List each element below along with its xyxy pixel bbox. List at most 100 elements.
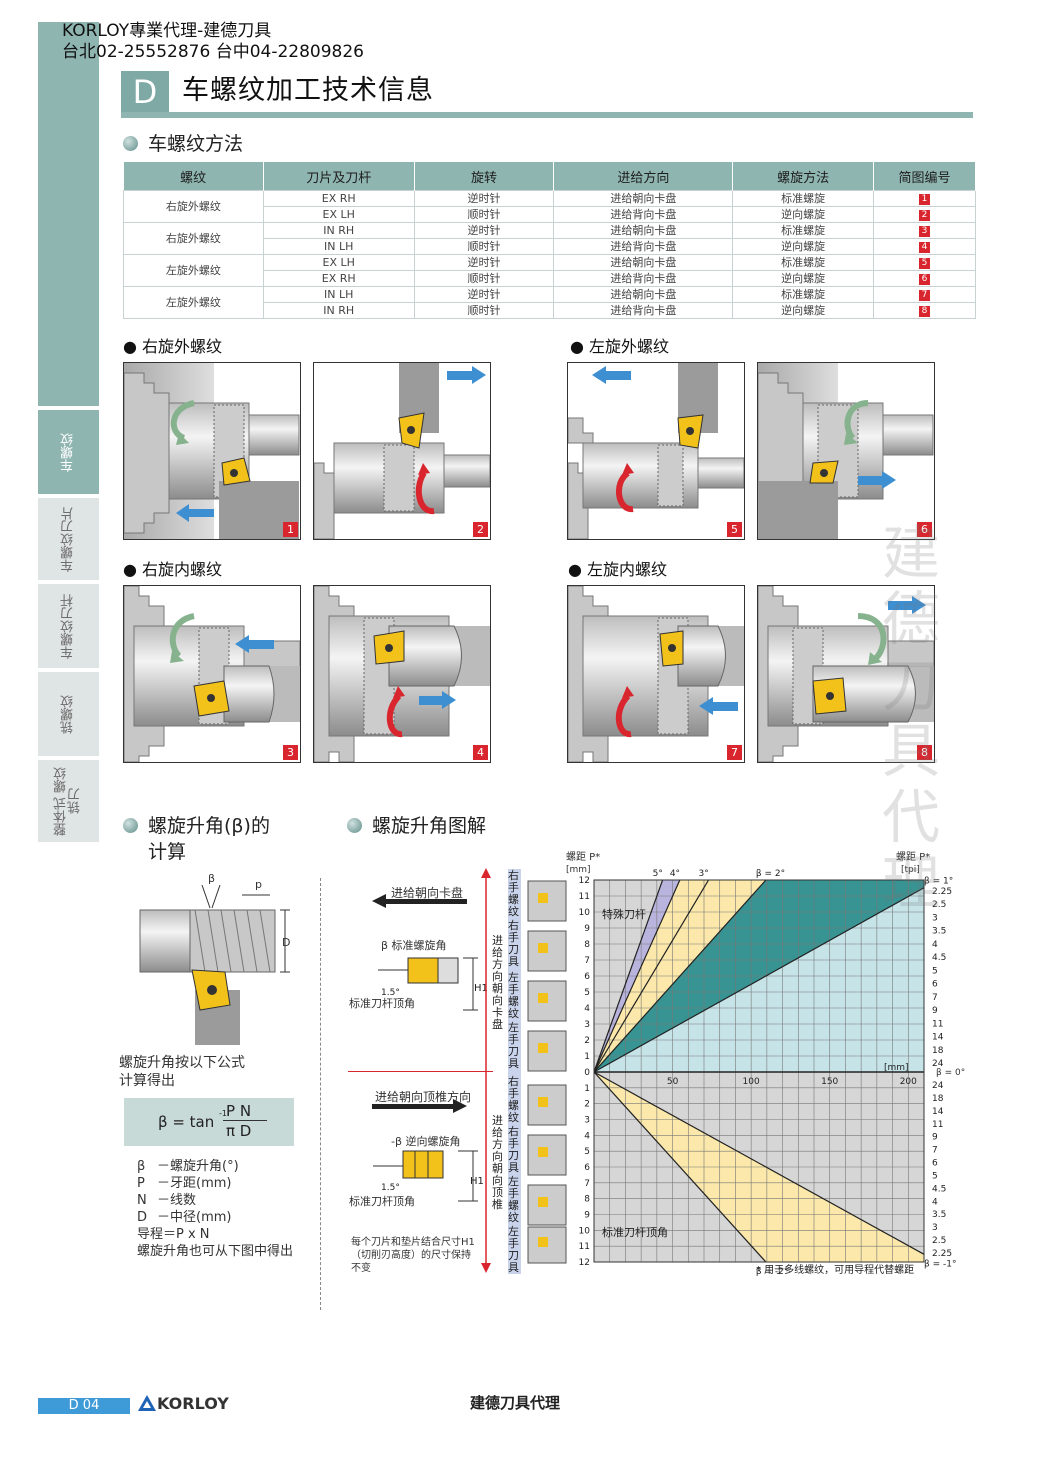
table-cell: 4 [873, 238, 976, 255]
sidebar-tab-thread-turning[interactable]: 车螺纹 [38, 410, 99, 494]
table-header-row: 螺纹 刀片及刀杆 旋转 进给方向 螺旋方法 简图编号 [123, 162, 976, 191]
y-tick-label: 4 [584, 1004, 590, 1014]
panel-3-drawing [124, 586, 300, 762]
column-divider [320, 878, 321, 1310]
formula-lhs: β = tan [158, 1113, 215, 1131]
lead-note: 螺旋升角也可从下图中得出 [137, 1244, 294, 1259]
series-line [593, 1071, 925, 1255]
diagram-panel-8: 8 [757, 585, 935, 763]
y-tick-label: 10 [579, 1226, 591, 1236]
x-tick-label: 150 [821, 1077, 838, 1087]
y-tick-label: 1 [584, 1084, 590, 1094]
table-cell: 7 [873, 286, 976, 303]
y-tick-label: 9 [584, 924, 590, 934]
table-cell: 逆向螺旋 [732, 270, 875, 287]
lead-formula: 导程＝P x N [137, 1227, 210, 1242]
tpi-tick-label: 24 [932, 1059, 944, 1069]
thread-cell: 左旋外螺纹 [123, 286, 264, 319]
section-title-text: 螺旋升角图解 [372, 815, 487, 837]
subhead-rh-external: ● 右旋外螺纹 [123, 337, 223, 356]
series-line [593, 879, 710, 1073]
y-tick-label: 5 [584, 1147, 590, 1157]
sidebar-tab-thread-holders[interactable]: 车螺纹刀杆 [38, 584, 99, 668]
special-holder-label: 特殊刀杆 [602, 907, 646, 921]
subhead-lh-external: ● 左旋外螺纹 [570, 337, 670, 356]
h1-label-top: H1 [474, 983, 488, 994]
bullet-icon [123, 136, 138, 151]
tpi-tick-label: 4.5 [932, 953, 946, 963]
deg-label-bottom: 1.5° [381, 1183, 400, 1193]
x-unit-label: [mm] [884, 1063, 909, 1073]
y-tick-label: 1 [584, 1052, 590, 1062]
figure-number-badge: 7 [727, 745, 742, 760]
helix-calc-intro: 螺旋升角按以下公式 计算得出 [119, 1054, 245, 1090]
formula-sup: -1 [219, 1109, 227, 1118]
diagram-panel-1: 1 [123, 362, 301, 540]
section-method-title: 车螺纹方法 [123, 131, 243, 157]
series-line [593, 1071, 767, 1263]
table-cell: EX RH [262, 270, 415, 287]
page-title: 车螺纹加工技术信息 [182, 75, 434, 106]
table-cell: 进给朝向卡盘 [553, 254, 734, 271]
figure-number-badge: 1 [283, 522, 298, 537]
col-header: 螺纹 [123, 162, 264, 191]
table-cell: IN LH [262, 286, 415, 303]
sidebar-tab-solid-thread-mill[interactable]: 整体式 螺纹铣刀 [38, 760, 99, 842]
holder-angle-label-top: 标准刀杆顶角 [349, 997, 415, 1010]
col-label: 左手螺纹 [508, 971, 519, 1020]
feed-chuck-label: 进给朝向卡盘 [391, 886, 464, 900]
holder-angle-label-bottom: 标准刀杆顶角 [349, 1195, 415, 1208]
tpi-tick-label: 9 [932, 1133, 938, 1143]
table-cell: 逆时针 [413, 190, 555, 207]
title-line: 螺旋升角(β)的 [148, 815, 270, 837]
tpi-tick-label: 4 [932, 1197, 938, 1207]
figure-number-badge: 4 [473, 745, 488, 760]
y-tick-label: 7 [584, 956, 590, 966]
table-cell: 8 [873, 302, 976, 319]
figure-number-badge: 6 [917, 522, 932, 537]
figure-number-badge: 1 [919, 193, 931, 205]
series-line [593, 879, 681, 1073]
helix-calc-drawing: D β p [139, 872, 290, 1045]
y-tick-label: 12 [579, 1258, 590, 1268]
tpi-tick-label: 7 [932, 993, 938, 1003]
legend-desc: －中径(mm) [157, 1210, 232, 1225]
table-cell: 顺时针 [413, 270, 555, 287]
table-cell: 标准螺旋 [732, 222, 875, 239]
std-angle-label: β 标准螺旋角 [381, 939, 447, 952]
sidebar-tab-thread-milling[interactable]: 铣螺纹 [38, 672, 99, 756]
legend-row: N－线数 [137, 1192, 293, 1209]
table-cell: 进给朝向卡盘 [553, 222, 734, 239]
table-cell: EX LH [262, 206, 415, 223]
x-tick-label: 100 [743, 1077, 760, 1087]
page-number: D 04 [38, 1398, 130, 1414]
table-cell: 顺时针 [413, 206, 555, 223]
figure-number-badge: 5 [727, 522, 742, 537]
legend-desc: －螺旋升角(°) [157, 1159, 239, 1174]
tpi-tick-label: 2.5 [932, 1236, 946, 1246]
y-tick-label: 6 [584, 1163, 590, 1173]
series-line [593, 879, 767, 1073]
intro-line: 计算得出 [119, 1073, 175, 1089]
series-label: 4° [670, 869, 680, 879]
tpi-tick-label: 2.25 [932, 887, 952, 897]
tpi-tick-label: 5 [932, 1171, 938, 1181]
title-rule [121, 112, 973, 118]
col-label: 左手刀具 [508, 1225, 519, 1274]
note-line: （切削刃高度）的尺寸保持 [351, 1250, 471, 1261]
table-cell: 进给朝向卡盘 [553, 190, 734, 207]
vert-label-bottom: 进给方向朝向顶椎 [492, 1114, 503, 1211]
table-cell: 逆向螺旋 [732, 238, 875, 255]
sidebar-tab-thread-inserts[interactable]: 车螺纹刀片 [38, 498, 99, 580]
subhead-text: 左旋内螺纹 [587, 560, 668, 579]
table-cell: 逆时针 [413, 222, 555, 239]
legend-desc: －牙距(mm) [157, 1176, 232, 1191]
table-cell: 5 [873, 254, 976, 271]
panel-2-drawing [314, 363, 490, 539]
tool-thumbnails [527, 880, 567, 1264]
panel-7-drawing [568, 586, 744, 762]
figure-number-badge: 7 [919, 289, 931, 301]
y-tick-label: 11 [579, 1242, 590, 1252]
table-cell: 顺时针 [413, 302, 555, 319]
